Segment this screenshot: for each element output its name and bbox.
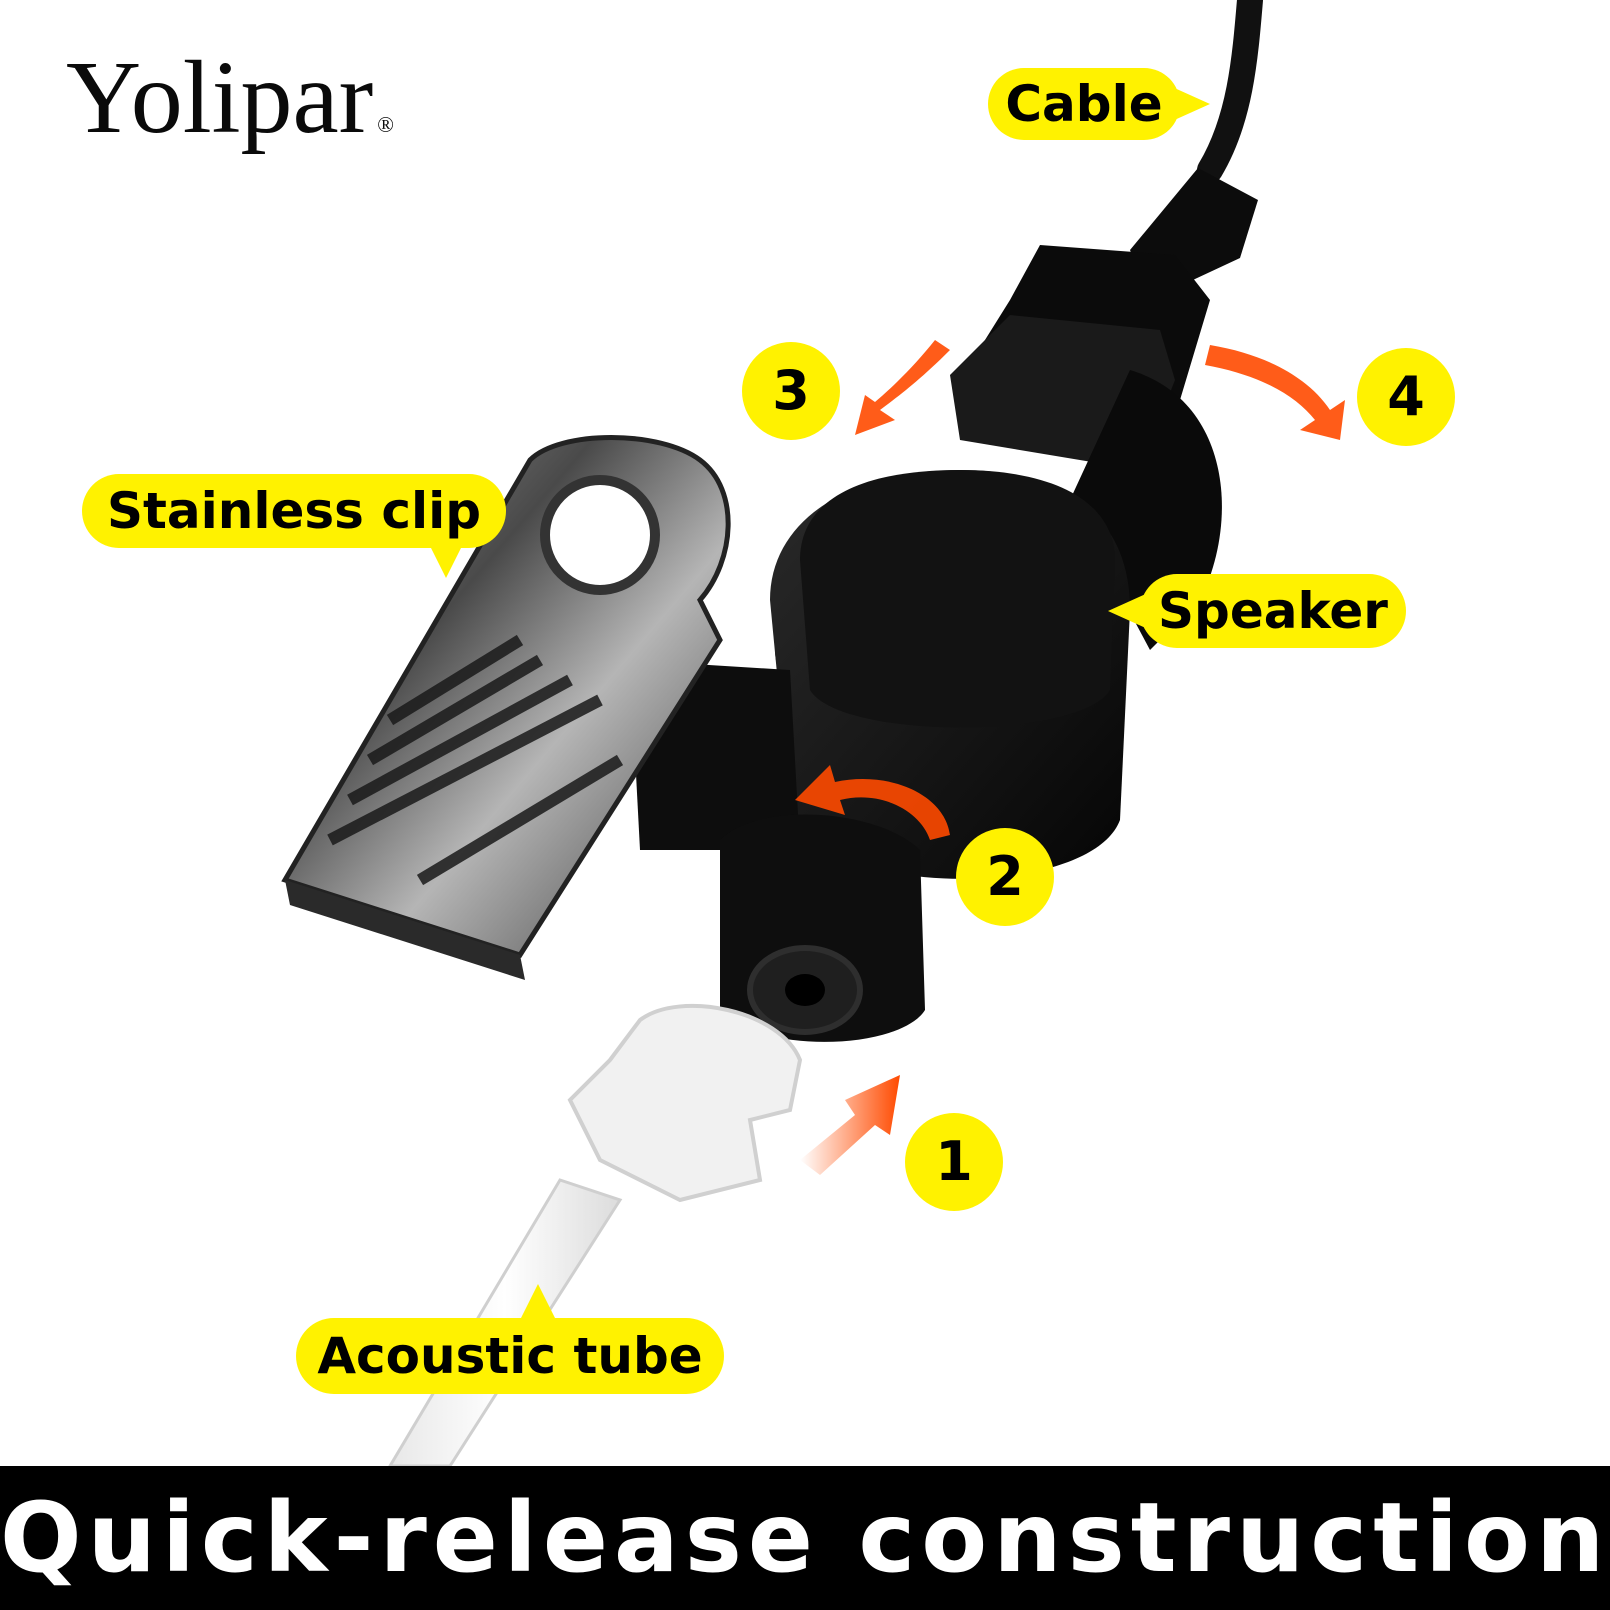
arrow-2-icon [795,765,950,840]
callout-stainless-clip: Stainless clip [82,474,506,578]
callout-pointer [1170,86,1210,122]
arrow-3-icon [855,340,950,435]
callout-cable-text: Cable [1005,75,1163,133]
clip-grip-ridges [327,634,624,886]
callout-speaker: Speaker [1108,574,1406,648]
clip-hole [540,475,660,595]
step-2-badge: 2 [956,828,1054,926]
callout-acoustic-tube: Acoustic tube [296,1284,724,1394]
callout-acoustic-tube-text: Acoustic tube [317,1327,703,1385]
step-1-badge: 1 [905,1113,1003,1211]
step-4-badge: 4 [1357,348,1455,446]
callout-stainless-clip-text: Stainless clip [106,482,482,540]
arrow-4-icon [1205,345,1345,440]
clip-hinge [285,880,525,980]
speaker-cap [800,470,1115,728]
step-3-badge: 3 [742,342,840,440]
feature-banner: Quick-release construction [0,1466,1610,1610]
callout-pointer [518,1284,558,1324]
tube-barb [567,1003,803,1203]
callout-speaker-text: Speaker [1158,582,1388,640]
callout-pointer [426,538,466,578]
brand-name: Yolipar [66,40,374,155]
callout-cable: Cable [988,68,1210,140]
callout-pointer [1108,593,1148,629]
brand-logo: Yolipar® [66,38,394,158]
cable-wire [1197,0,1263,183]
arrow-1-icon [800,1075,900,1175]
registered-mark: ® [377,112,394,137]
